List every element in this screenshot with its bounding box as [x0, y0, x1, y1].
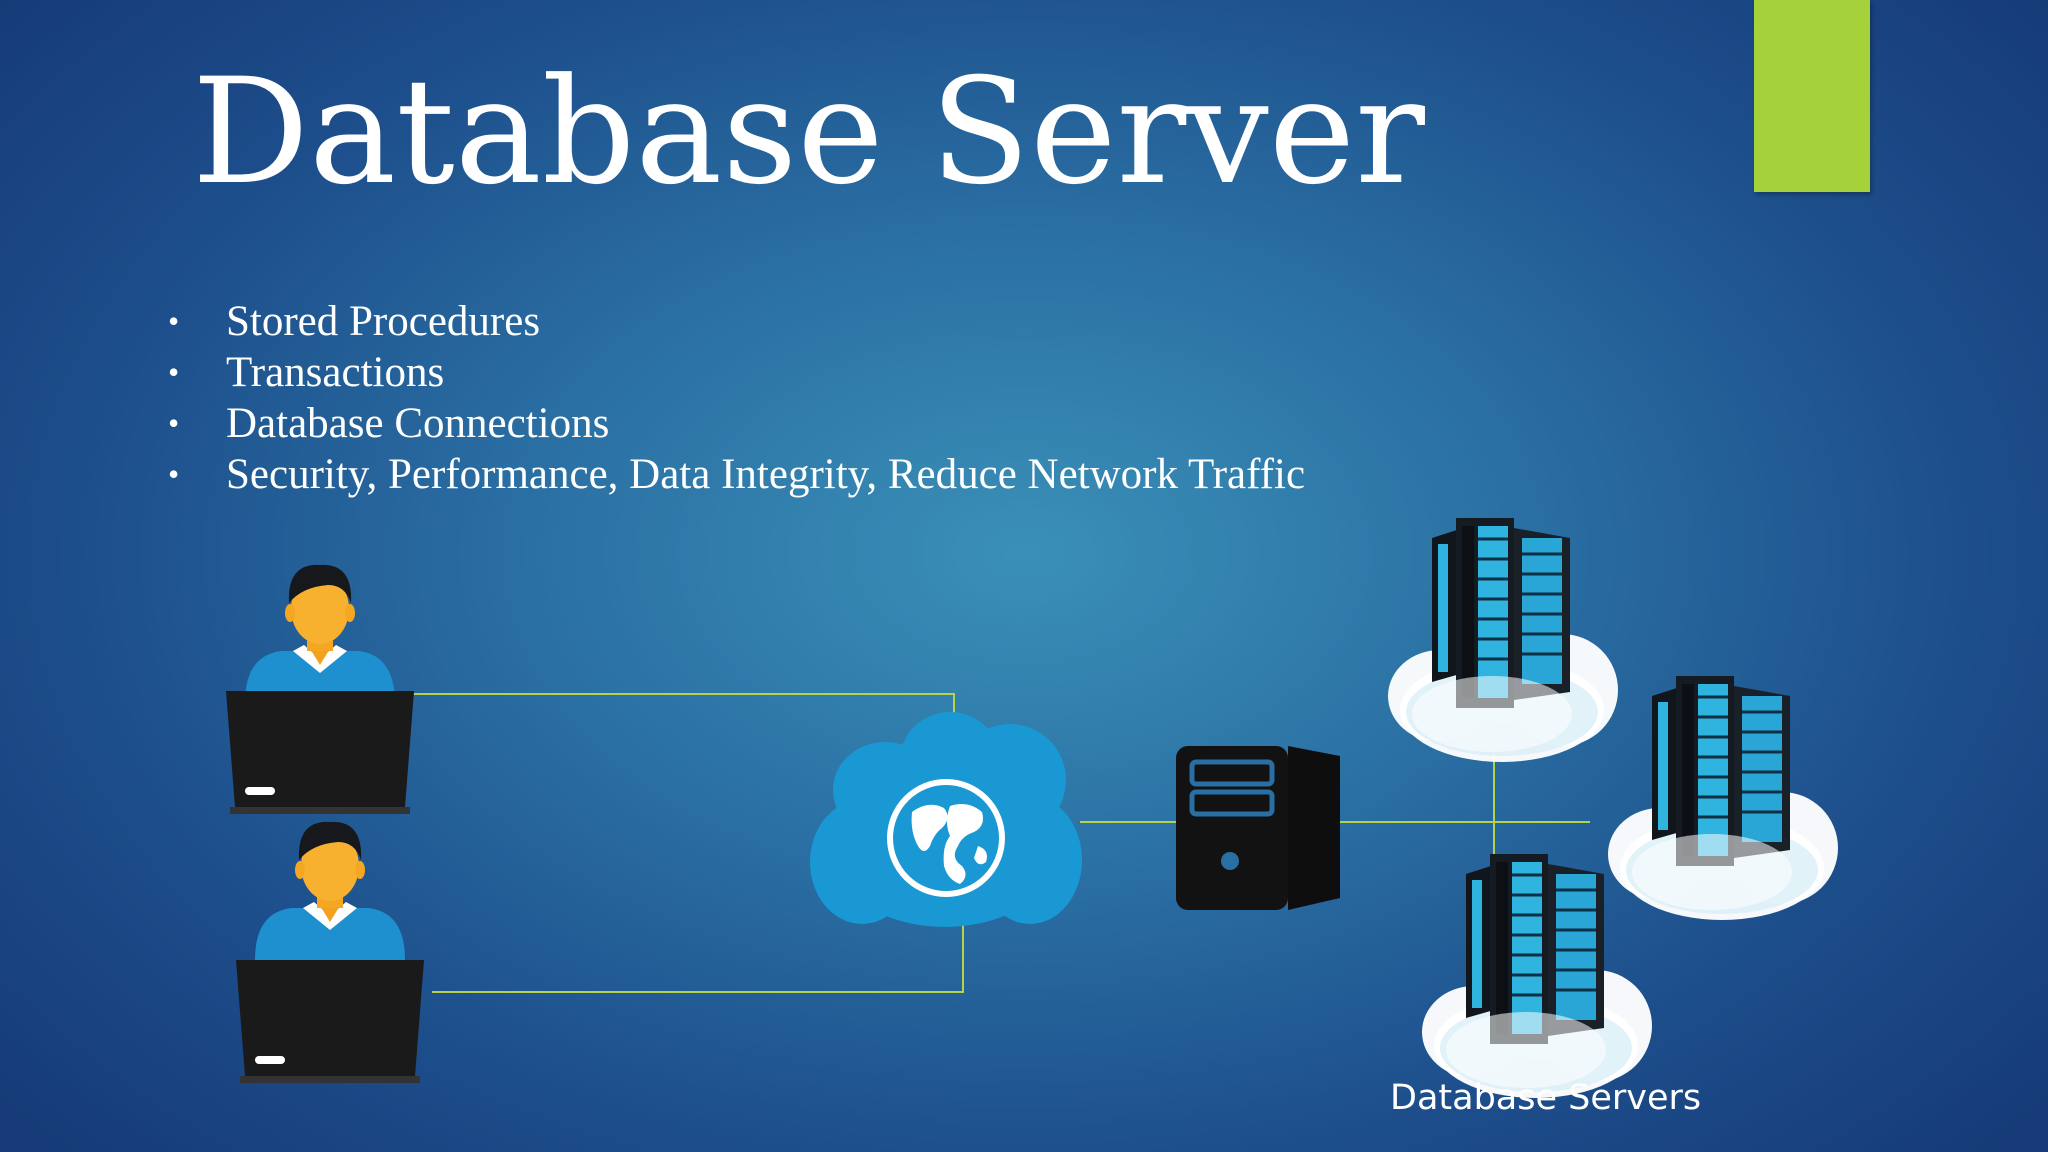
connector-client-2: [432, 925, 963, 992]
server-tower-icon: [1176, 746, 1340, 910]
user-icon: [245, 565, 395, 703]
laptop-icon: [236, 960, 424, 1083]
globe-cloud-icon: [810, 712, 1082, 927]
user-icon: [255, 822, 405, 960]
server-rack-cloud-icon: [1388, 518, 1618, 762]
server-rack-cloud-icon: [1422, 854, 1652, 1098]
laptop-icon: [226, 691, 414, 814]
database-servers-label: Database Servers: [1390, 1078, 1690, 1118]
connector-client-1: [414, 694, 954, 730]
server-rack-cloud-icon: [1608, 676, 1838, 920]
